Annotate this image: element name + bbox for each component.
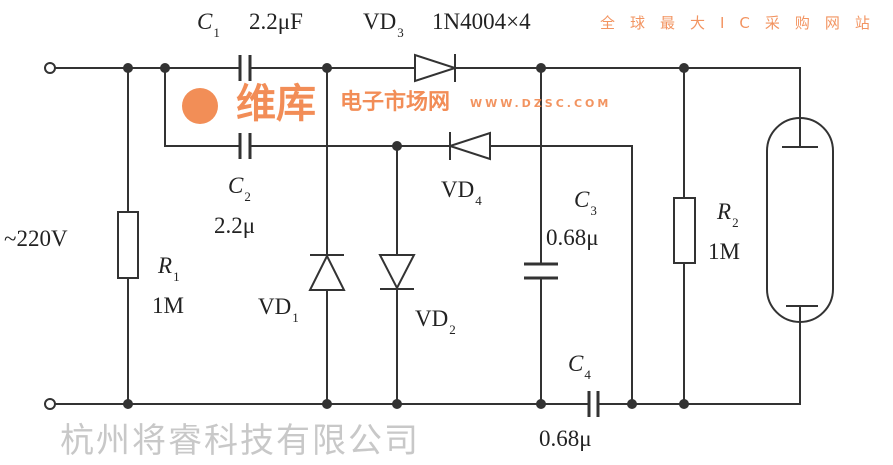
vd3-label: VD3 bbox=[363, 10, 404, 39]
c2-value: 2.2μ bbox=[214, 213, 256, 238]
c3-name: C bbox=[574, 187, 590, 212]
vd4-label: VD4 bbox=[441, 178, 482, 207]
capacitor-c1 bbox=[238, 55, 252, 81]
vd1-sub: 1 bbox=[292, 310, 299, 325]
vd4-name: VD bbox=[441, 177, 475, 202]
c2-name: C bbox=[228, 173, 244, 198]
diode-vd2 bbox=[378, 254, 416, 291]
vd1-label: VD1 bbox=[258, 295, 299, 324]
watermark-company: 杭州将睿科技有限公司 bbox=[60, 421, 420, 461]
c1-sub: 1 bbox=[213, 25, 220, 40]
vd2-label: VD2 bbox=[415, 307, 456, 336]
c3-value: 0.68μ bbox=[546, 225, 599, 250]
capacitor-c4 bbox=[587, 391, 600, 417]
c1-name: C bbox=[197, 9, 213, 34]
resistor-r1 bbox=[117, 211, 139, 279]
r1-sub: 1 bbox=[173, 269, 180, 284]
vd1-name: VD bbox=[258, 294, 292, 319]
watermark-brand: 维库 bbox=[236, 81, 316, 127]
watermark-url: www.dzsc.com bbox=[470, 97, 612, 110]
c4-label: C4 bbox=[568, 352, 591, 381]
c2-sub: 2 bbox=[244, 189, 251, 204]
junction-dots bbox=[123, 63, 689, 409]
r1-label: R1 bbox=[158, 254, 180, 283]
watermark-slogan: 全球最大IC采购网站 bbox=[600, 14, 885, 32]
c3-sub: 3 bbox=[590, 203, 597, 218]
r1-value: 1M bbox=[152, 293, 184, 318]
watermark-logo-icon bbox=[182, 88, 218, 124]
resistor-r2 bbox=[673, 197, 696, 264]
r1-name: R bbox=[158, 253, 173, 278]
r2-sub: 2 bbox=[732, 215, 739, 230]
vd3-name: VD bbox=[363, 9, 397, 34]
watermark-tagline: 电子市场网 bbox=[340, 90, 451, 115]
c1-label: C1 bbox=[197, 10, 220, 39]
fluorescent-lamp bbox=[766, 117, 834, 323]
top-wire bbox=[55, 67, 801, 118]
vd2-name: VD bbox=[415, 306, 449, 331]
c1-value: 2.2μF bbox=[249, 9, 303, 34]
capacitor-c2 bbox=[238, 133, 252, 159]
capacitor-c3 bbox=[524, 262, 558, 280]
c2-label: C2 bbox=[228, 174, 251, 203]
c4-value: 0.68μ bbox=[539, 426, 592, 451]
r2-name: R bbox=[717, 199, 732, 224]
r2-value: 1M bbox=[708, 239, 740, 264]
c4-name: C bbox=[568, 351, 584, 376]
vd2-sub: 2 bbox=[449, 322, 456, 337]
r2-label: R2 bbox=[717, 200, 739, 229]
second-wire bbox=[164, 68, 633, 404]
input-terminal-bottom bbox=[44, 398, 56, 410]
vd4-sub: 4 bbox=[475, 193, 482, 208]
c3-label: C3 bbox=[574, 188, 597, 217]
diode-vd3 bbox=[414, 53, 459, 83]
c4-sub: 4 bbox=[584, 367, 591, 382]
vd3-value: 1N4004×4 bbox=[432, 9, 531, 34]
input-terminal-top bbox=[44, 62, 56, 74]
vd3-sub: 3 bbox=[397, 25, 404, 40]
source-label: ~220V bbox=[4, 226, 68, 251]
diode-vd1 bbox=[308, 253, 346, 291]
diode-vd4 bbox=[446, 131, 491, 161]
